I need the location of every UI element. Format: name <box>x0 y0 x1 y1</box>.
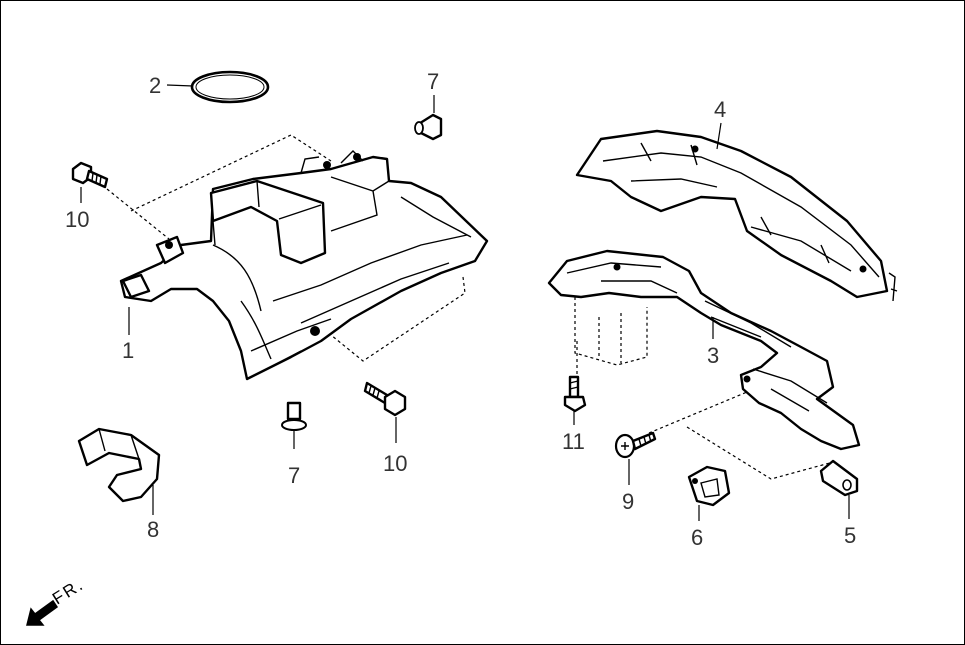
part-7-clip-bottom <box>281 401 307 449</box>
part-8-clip <box>77 427 161 515</box>
label-part-7-bottom: 7 <box>288 463 300 488</box>
part-2-o-ring <box>166 70 270 104</box>
label-part-8: 8 <box>147 517 159 542</box>
label-part-10-top: 10 <box>65 207 89 232</box>
part-10-bolt-bottom <box>363 381 407 443</box>
part-7-clip-top <box>414 95 443 141</box>
label-part-6: 6 <box>691 525 703 550</box>
label-part-1: 1 <box>122 338 134 363</box>
part-11-bolt <box>563 375 587 425</box>
label-part-7-top: 7 <box>427 69 439 94</box>
front-label: FR. <box>49 575 87 609</box>
part-10-bolt-top <box>71 161 170 240</box>
label-part-11: 11 <box>562 429 585 454</box>
label-part-5: 5 <box>844 523 856 548</box>
front-direction-indicator: FR. <box>26 575 87 626</box>
part-1-inner-cover <box>119 134 489 381</box>
part-3-bracket <box>547 249 861 480</box>
label-part-9: 9 <box>622 489 634 514</box>
label-part-10-bottom: 10 <box>383 451 407 476</box>
label-part-3: 3 <box>707 343 719 368</box>
part-5-plate <box>819 459 859 519</box>
label-part-2: 2 <box>149 73 161 98</box>
part-9-screw <box>614 431 657 485</box>
front-arrow-icon <box>26 599 59 626</box>
part-6-nut <box>687 465 731 521</box>
part-4-guard <box>575 122 898 302</box>
label-part-4: 4 <box>714 97 726 122</box>
